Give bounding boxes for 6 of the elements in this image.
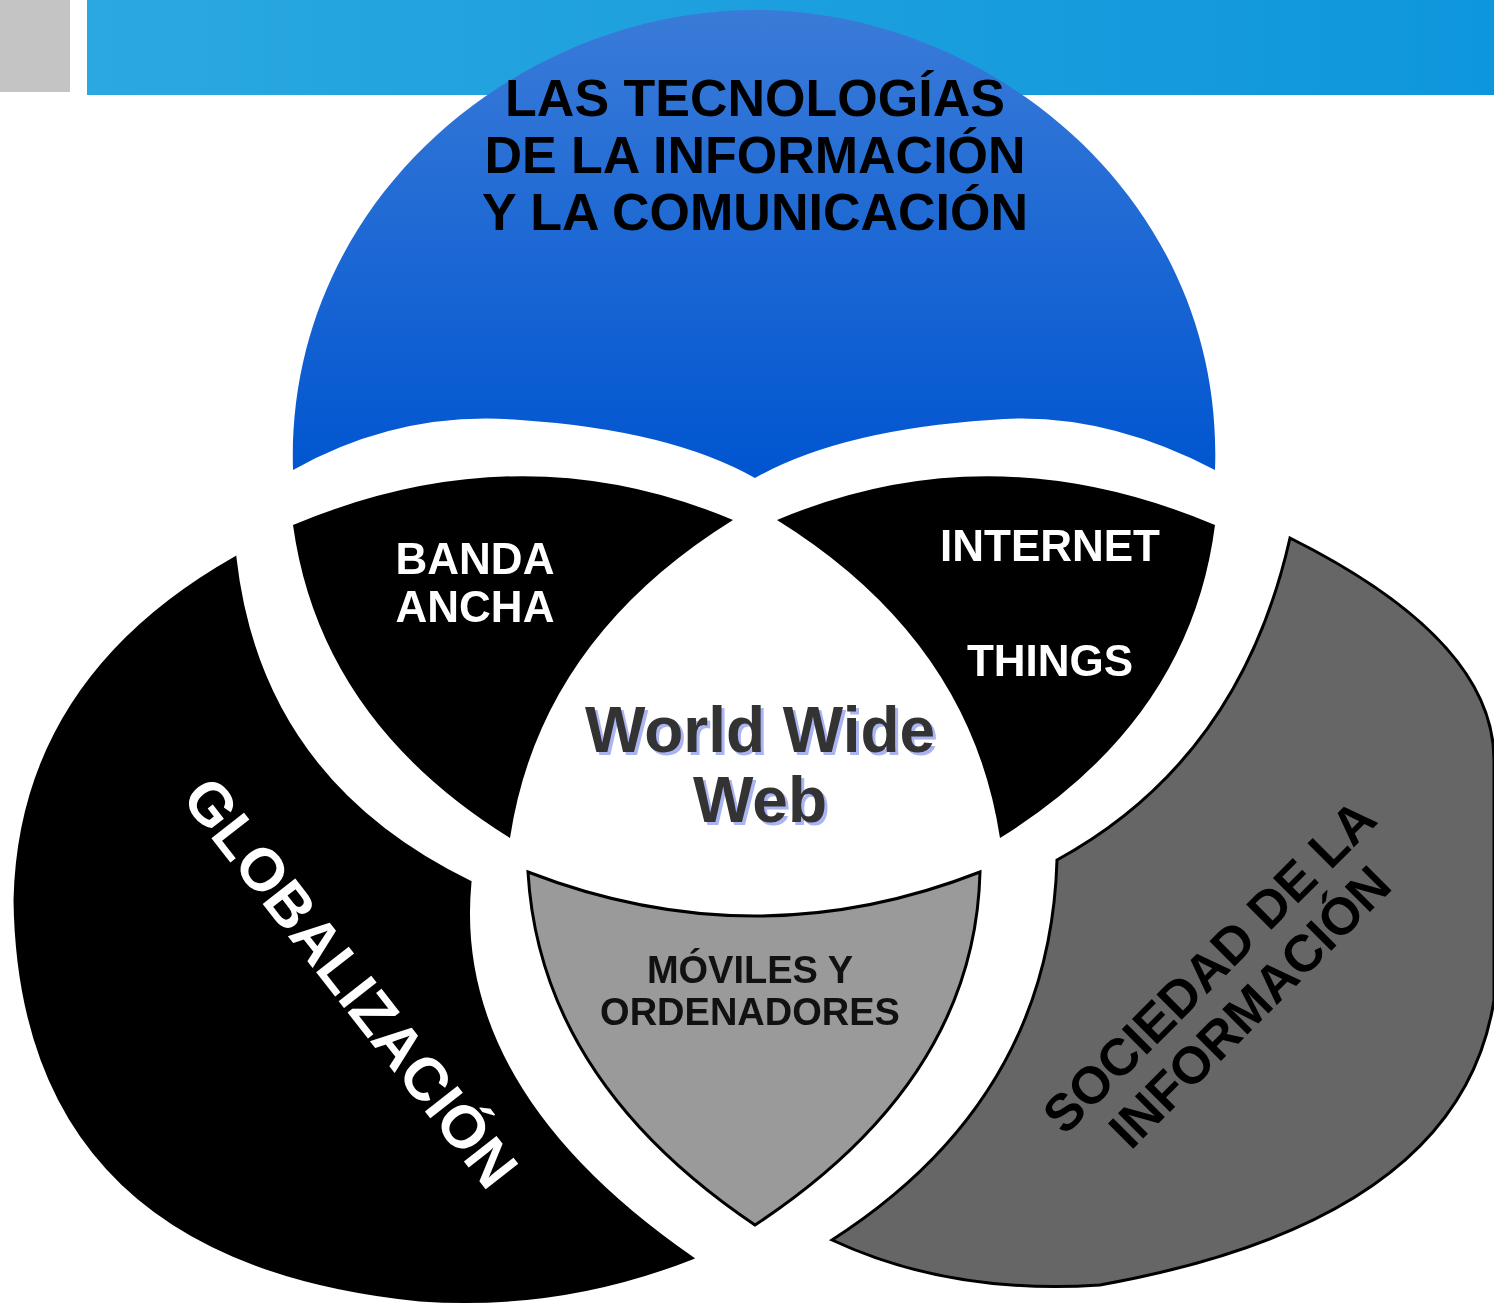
circle-label: LAS TECNOLOGÍAS DE LA INFORMACIÓN Y LA COMUNICACIÓN: [481, 70, 1029, 242]
center-label: World Wide Web: [583, 695, 937, 836]
overlap-label: INTERNET: [939, 522, 1161, 571]
overlap-label: MÓVILES Y ORDENADORES: [599, 950, 901, 1034]
overlap-label: THINGS: [965, 637, 1135, 686]
overlap-label: BANDA ANCHA: [394, 535, 556, 632]
